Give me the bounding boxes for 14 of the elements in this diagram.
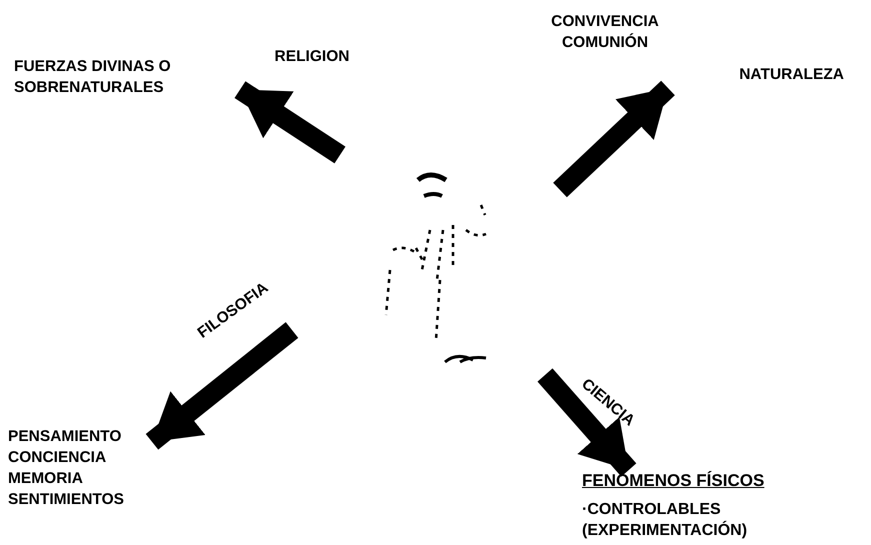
concept-text: MEMORIA: [8, 469, 84, 489]
arrow: [553, 80, 675, 198]
concept-text: PENSAMIENTO: [8, 427, 122, 447]
concept-text: CONCIENCIA: [8, 448, 108, 468]
edge-label: CONVIVENCIA COMUNIÓN: [550, 12, 660, 53]
arrow: [146, 322, 298, 450]
concept-text: NATURALEZA: [738, 65, 844, 85]
concept-text: FUERZAS DIVINAS O SOBRENATURALES: [14, 57, 172, 98]
arrow: [538, 368, 636, 477]
concept-text: SENTIMIENTOS: [8, 490, 125, 510]
arrow: [234, 81, 346, 164]
heading-text: FENÓMENOS FÍSICOS: [582, 470, 764, 491]
edge-label: RELIGION: [274, 47, 350, 67]
concept-text: ·CONTROLABLES (EXPERIMENTACIÓN): [582, 500, 748, 541]
